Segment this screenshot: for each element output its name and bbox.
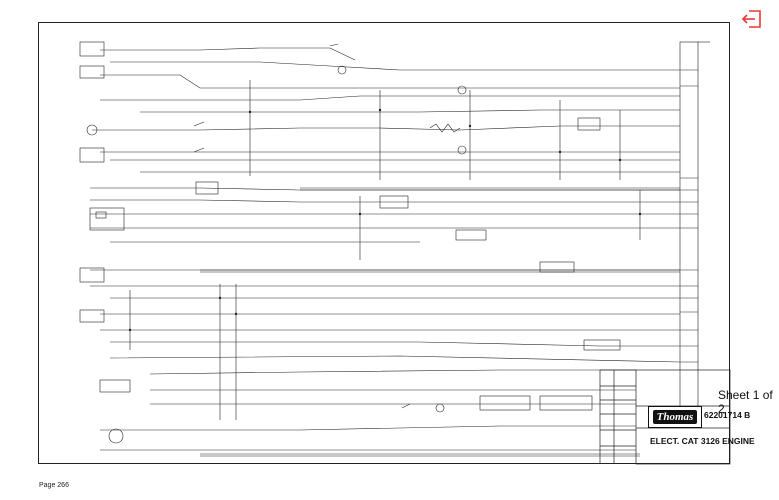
wire-runs	[90, 47, 681, 451]
drawing-number: 62201714 B	[704, 410, 751, 420]
drawing-sheet	[38, 22, 730, 464]
twisted-pair-cables	[200, 187, 680, 457]
junction-dots	[128, 108, 642, 332]
terminal-rows	[680, 69, 698, 363]
drawing-title: ELECT. CAT 3126 ENGINE	[650, 436, 755, 446]
sheet-number: Sheet 1 of 2	[718, 388, 773, 416]
brand-logo: Thomas	[648, 406, 702, 428]
components	[79, 41, 621, 444]
vertical-buses	[129, 80, 641, 420]
page-number: Page 266	[39, 482, 69, 489]
exit-arrow-icon[interactable]	[741, 8, 763, 30]
brand-logo-text: Thomas	[652, 410, 698, 424]
